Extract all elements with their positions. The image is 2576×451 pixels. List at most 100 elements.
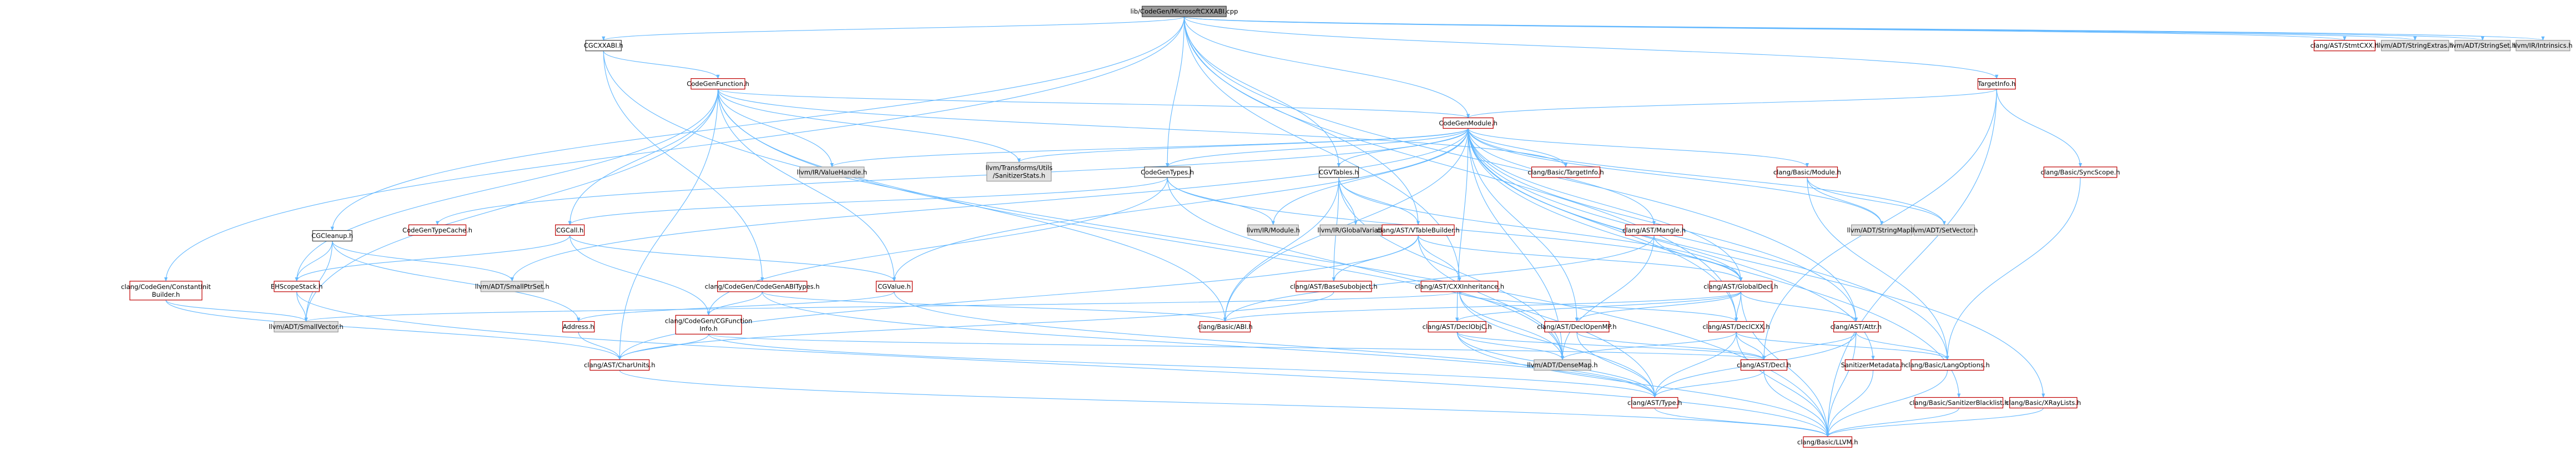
edge-root-to-intrinsics [1183,16,2544,41]
edge-codegenabitypes-to-cgfunctioninfo [707,291,763,316]
edge-cgvalue-to-address [577,291,895,322]
node-label-basesubobject: clang/AST/BaseSubobject.h [1290,282,1377,290]
node-xraylists[interactable]: clang/Basic/XRayLists.h [2005,397,2081,409]
node-smallptrset[interactable]: llvm/ADT/SmallPtrSet.h [475,281,550,292]
edge-declcxx-to-basicllvm [1736,332,1829,438]
node-cgcall[interactable]: CGCall.h [555,224,585,236]
edge-cgvalue-to-asttype [894,291,1657,398]
edge-globaldecl-to-declopenmp [1575,291,1741,322]
node-basictargetinfo[interactable]: clang/Basic/TargetInfo.h [1528,166,1604,178]
node-astdecl[interactable]: clang/AST/Decl.h [1737,359,1791,371]
node-label-globalvariable: llvm/IR/GlobalVariable.h [1317,226,1394,234]
node-label-codegenabitypes: clang/CodeGen/CodeGenABITypes.h [705,282,820,290]
node-basicabi[interactable]: clang/Basic/ABI.h [1197,321,1253,333]
node-codegenmodule[interactable]: CodeGenModule.h [1439,117,1498,129]
edge-codegenmodule-to-xraylists [1468,128,2045,398]
node-asttype[interactable]: clang/AST/Type.h [1627,397,1682,409]
node-sanitizerstats[interactable]: llvm/Transforms/Utils/SanitizerStats.h [986,161,1053,182]
node-declcxx[interactable]: clang/AST/DeclCXX.h [1702,321,1770,333]
node-valuehandle[interactable]: llvm/IR/ValueHandle.h [797,166,868,178]
node-charunits[interactable]: clang/AST/CharUnits.h [584,359,656,371]
node-irmodule[interactable]: llvm/IR/Module.h [1247,224,1300,236]
node-box-intrinsics [2515,40,2570,52]
node-label-sanitizerblacklist: clang/Basic/SanitizerBlacklist.h [1909,399,2009,407]
node-box-sanitizerstats [986,161,1052,182]
edge-root-to-cgcxxabi [602,16,1185,41]
node-box-codegenmodule [1443,117,1494,129]
node-vtablebuilder[interactable]: clang/AST/VTableBuilder.h [1377,224,1460,236]
node-targetinfo[interactable]: TargetInfo.h [1977,78,2016,90]
node-declopenmp[interactable]: clang/AST/DeclOpenMP.h [1537,321,1617,333]
node-root[interactable]: lib/CodeGen/MicrosoftCXXABI.cpp [1130,6,1238,17]
node-cgvalue[interactable]: CGValue.h [875,281,913,292]
edge-codegenmodule-to-densemap [1468,128,1564,361]
node-basicmodule[interactable]: clang/Basic/Module.h [1773,166,1841,178]
node-setvector[interactable]: llvm/ADT/SetVector.h [1910,224,1978,236]
node-box-syncscope [2043,166,2118,178]
node-stringmap[interactable]: llvm/ADT/StringMap.h [1847,224,1917,236]
node-label-irmodule: llvm/IR/Module.h [1247,226,1300,234]
node-label-ehscopestack: EHScopeStack.h [271,282,323,290]
node-stringextras[interactable]: llvm/ADT/StringExtras.h [2377,40,2453,52]
edge-declobjc-to-densemap [1456,332,1564,361]
node-sanitizerblacklist[interactable]: clang/Basic/SanitizerBlacklist.h [1909,397,2009,409]
node-label-constinitbuilder: clang/CodeGen/ConstantInit [121,283,211,291]
node-basicllvm[interactable]: clang/Basic/LLVM.h [1797,436,1858,448]
edge-basicmodule-to-setvector [1807,177,1946,226]
node-stmtcxx[interactable]: clang/AST/StmtCXX.h [2310,40,2379,52]
node-label-cxxinheritance: clang/AST/CXXInheritance.h [1415,282,1504,290]
node-ehscopestack[interactable]: EHScopeStack.h [271,281,323,292]
node-label-stringmap: llvm/ADT/StringMap.h [1847,226,1916,234]
node-box-xraylists [2009,397,2078,409]
node-box-address [562,321,595,333]
edge-cgfunctioninfo-to-charunits [618,334,709,361]
node-langoptions[interactable]: clang/Basic/LangOptions.h [1905,359,1990,371]
node-declobjc[interactable]: clang/AST/DeclObjC.h [1423,321,1492,333]
edge-codegenmodule-to-basicmodule [1468,128,1809,168]
node-sanitizermetadata[interactable]: SanitizerMetadata.h [1841,359,1905,371]
node-cxxinheritance[interactable]: clang/AST/CXXInheritance.h [1415,281,1504,292]
node-globaldecl[interactable]: clang/AST/GlobalDecl.h [1703,281,1778,292]
edge-codegenabitypes-to-asttype [762,291,1657,398]
node-codegenabitypes[interactable]: clang/CodeGen/CodeGenABITypes.h [705,281,820,292]
edge-declopenmp-to-astdecl [1576,332,1766,361]
edge-constinitbuilder-to-charunits [165,300,622,361]
node-asttattr[interactable]: clang/AST/Attr.h [1831,321,1882,333]
node-intrinsics[interactable]: llvm/IR/Intrinsics.h [2513,40,2573,52]
edge-mangle-to-globaldecl [1654,235,1743,282]
edge-cgcxxabi-to-codegenfunction [603,50,720,79]
node-box-basicllvm [1803,436,1853,448]
edge-root-to-codegentypes [1166,17,1185,168]
edge-vtablebuilder-to-charunits [618,235,1419,361]
node-cgcleanup[interactable]: CGCleanup.h [311,230,353,242]
node-stringset[interactable]: llvm/ADT/StringSet.h [2449,40,2516,52]
node-mangle[interactable]: clang/AST/Mangle.h [1622,224,1686,236]
node-globalvariable[interactable]: llvm/IR/GlobalVariable.h [1317,224,1394,236]
node-box-cgvalue [875,281,913,292]
node-address[interactable]: Address.h [562,321,595,333]
node-label-cgcxxabi: CGCXXABI.h [584,42,623,49]
node-smallvector[interactable]: llvm/ADT/SmallVector.h [269,321,344,333]
node-codegenfunction[interactable]: CodeGenFunction.h [687,78,749,90]
node-codegentypecache[interactable]: CodeGenTypeCache.h [402,224,472,236]
node-densemap[interactable]: llvm/ADT/DenseMap.h [1527,359,1598,371]
edge-codegenfunction-to-ehscopestack [295,89,719,282]
edge-codegenmodule-to-stringmap [1468,128,1884,226]
node-basesubobject[interactable]: clang/AST/BaseSubobject.h [1290,281,1378,292]
node-box-cgvtables [1318,166,1359,178]
edge-cgvtables-to-densemap [1338,177,1564,361]
edge-codegenfunction-to-basictargetinfo [717,89,1567,168]
edge-sanitizermetadata-to-basicllvm [1826,370,1874,438]
edge-targetinfo-to-astdecl [1762,89,1997,361]
node-cgvtables[interactable]: CGVTables.h [1318,166,1359,178]
node-codegentypes[interactable]: CodeGenTypes.h [1141,166,1194,178]
node-label-codegenfunction: CodeGenFunction.h [687,80,749,88]
edge-codegenmodule-to-declobjc [1455,128,1469,322]
node-syncscope[interactable]: clang/Basic/SyncScope.h [2040,166,2120,178]
node-cgcxxabi[interactable]: CGCXXABI.h [584,40,623,52]
edge-basicmodule-to-stringmap [1807,177,1884,226]
edge-codegenmodule-to-sanitizerstats [1017,128,1469,163]
